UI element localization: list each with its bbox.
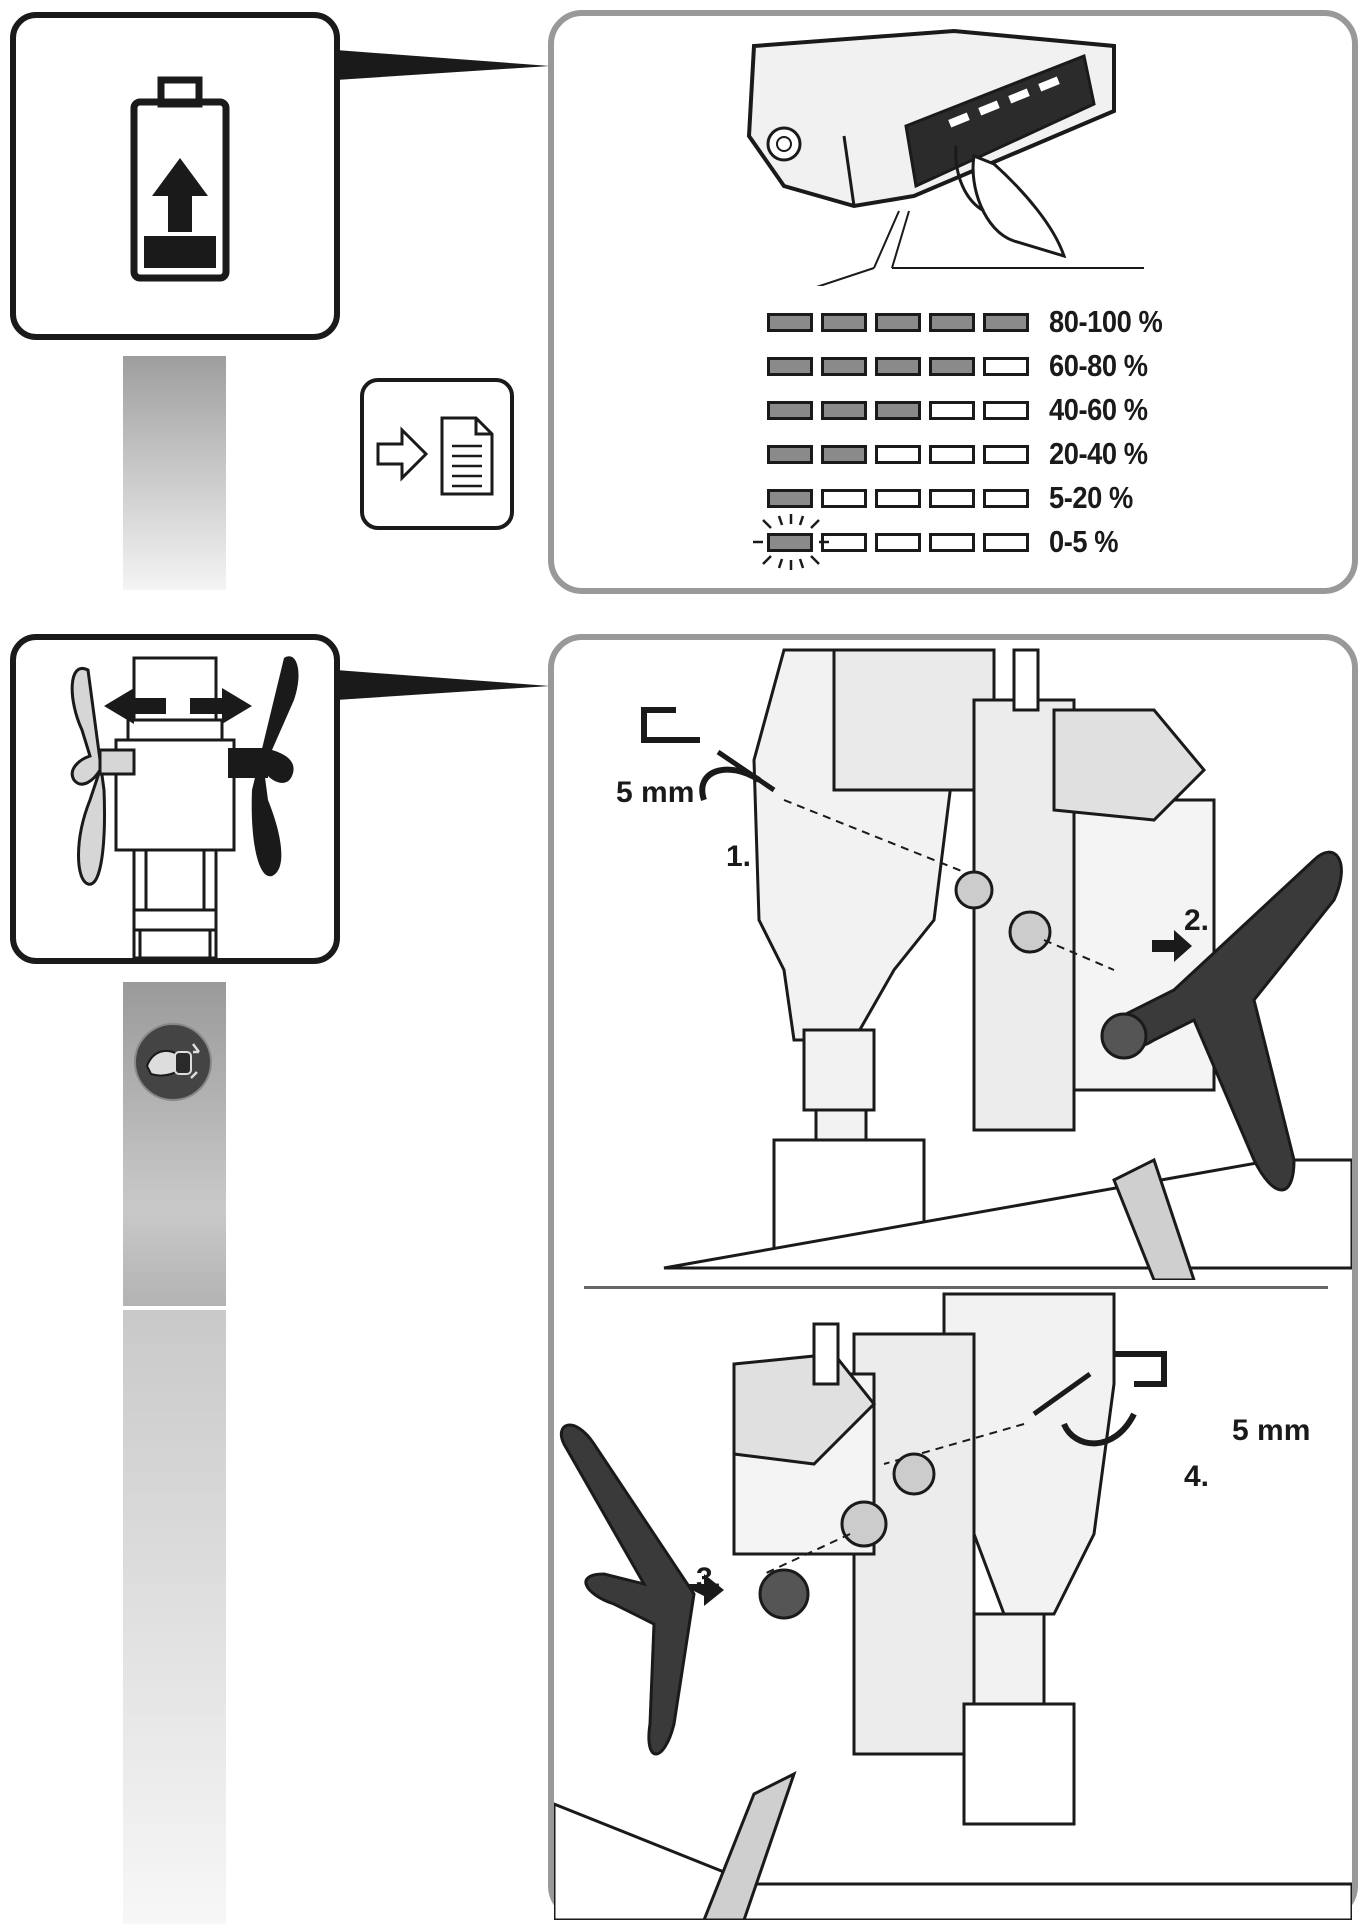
battery-segment	[767, 444, 813, 464]
battery-level-row: 80-100 %	[767, 302, 1178, 342]
battery-segment	[983, 444, 1029, 464]
battery-segment	[983, 488, 1029, 508]
battery-segment	[821, 400, 867, 420]
battery-charge-icon	[130, 76, 230, 282]
battery-segment	[821, 312, 867, 332]
battery-status-panel: 80-100 % 60-80 % 40-60 % 20-40 %	[548, 10, 1358, 594]
battery-level-label: 60-80 %	[1049, 348, 1148, 383]
battery-segment	[875, 488, 921, 508]
battery-segment	[929, 400, 975, 420]
see-manual-box	[360, 378, 514, 530]
handle-switch-icon	[70, 656, 299, 958]
battery-level-label: 40-60 %	[1049, 392, 1148, 427]
battery-segment	[821, 444, 867, 464]
battery-segment	[929, 356, 975, 376]
drill-illustration-bottom	[554, 1292, 1352, 1920]
step-number-label: 3.	[696, 1562, 722, 1595]
step-number-label: 2.	[1184, 904, 1210, 937]
side-gradient-bar-bottom	[123, 1310, 226, 1924]
battery-level-label: 80-100 %	[1049, 304, 1163, 339]
callout-pointer-bottom	[336, 670, 550, 700]
battery-pack-illustration	[746, 28, 1144, 286]
battery-segment	[929, 312, 975, 332]
handle-round-icon	[134, 1023, 212, 1101]
handle-icon-box	[10, 634, 340, 964]
battery-segment	[767, 400, 813, 420]
battery-segment	[767, 312, 813, 332]
battery-level-row: 20-40 %	[767, 434, 1161, 474]
drill-illustration-top	[641, 648, 1352, 1280]
battery-level-row: 40-60 %	[767, 390, 1161, 430]
battery-level-row: 5-20 %	[767, 478, 1144, 518]
battery-segment	[983, 400, 1029, 420]
blink-rays-icon	[753, 514, 829, 570]
battery-level-label: 20-40 %	[1049, 436, 1148, 471]
step-number-label: 1.	[726, 840, 752, 873]
battery-icon-box	[10, 12, 340, 340]
battery-level-label: 0-5 %	[1049, 524, 1119, 559]
handle-mount-panel: 5 mm 1. 2. 5 mm 4. 3.	[548, 634, 1358, 1920]
battery-segment	[821, 488, 867, 508]
battery-segment	[875, 312, 921, 332]
see-manual-icon	[376, 416, 494, 496]
battery-segment	[929, 444, 975, 464]
battery-segment-blinking	[767, 532, 813, 552]
battery-segment	[929, 532, 975, 552]
battery-segment	[767, 488, 813, 508]
battery-level-row: 60-80 %	[767, 346, 1161, 386]
battery-level-row: 0-5 %	[767, 522, 1127, 562]
battery-segment	[875, 444, 921, 464]
battery-segment	[983, 312, 1029, 332]
battery-segment	[821, 356, 867, 376]
callout-pointer-top	[336, 50, 550, 80]
hex-key-size-label: 5 mm	[1232, 1414, 1311, 1447]
battery-segment	[983, 356, 1029, 376]
battery-level-label: 5-20 %	[1049, 480, 1133, 515]
battery-segment	[875, 400, 921, 420]
battery-segment	[875, 532, 921, 552]
battery-segment	[929, 488, 975, 508]
battery-segment	[983, 532, 1029, 552]
battery-segment	[875, 356, 921, 376]
hex-key-size-label: 5 mm	[616, 776, 695, 809]
step-divider	[584, 1286, 1328, 1289]
side-gradient-bar-top	[123, 356, 226, 590]
step-number-label: 4.	[1184, 1460, 1210, 1493]
battery-segment	[767, 356, 813, 376]
